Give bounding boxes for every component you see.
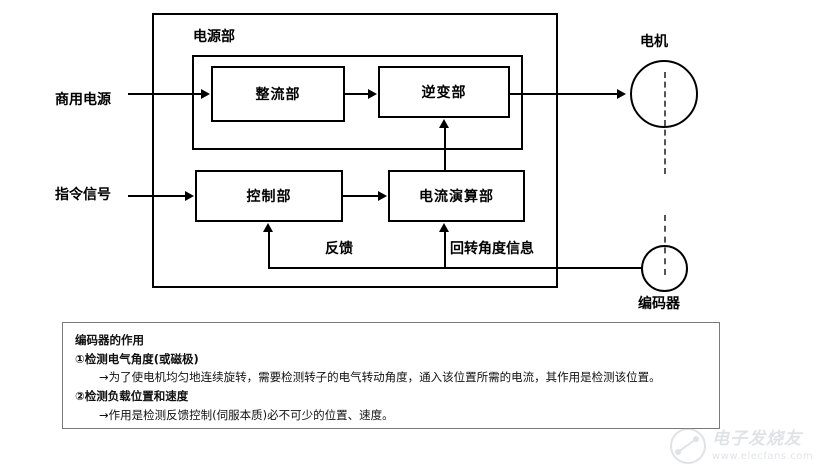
signal-label-feedback: 反馈 [325,241,353,257]
note-line-1: ①检测电气角度(或磁极) [75,351,199,366]
block-controller: 控制部 [195,170,343,222]
arrowhead-inverter-input [368,89,377,99]
watermark: 电子发烧友 www.elecfans.com [670,424,814,464]
input-label-mains: 商用电源 [55,92,111,108]
input-label-command: 指令信号 [55,187,111,203]
wire-rectifier-to-inverter [345,93,370,95]
wire-current-calculator-to-inverter [444,128,446,170]
motor-shaft-centerline [664,72,666,174]
block-current-calculator: 电流演算部 [388,170,525,222]
block-inverter: 逆变部 [378,66,510,118]
wire-command-to-controller [128,195,188,197]
arrowhead-rectifier-input [201,89,210,99]
note-line-3: ②检测负载位置和速度 [75,388,189,403]
wire-mains-to-rectifier [128,93,203,95]
arrowhead-controller-input [185,191,194,201]
note-title: 编码器的作用 [75,333,144,347]
signal-label-angle-info: 回转角度信息 [450,241,534,257]
drive-enclosure [152,13,558,288]
device-label-motor: 电机 [640,34,668,50]
wire-inverter-to-motor [510,93,620,95]
device-label-encoder: 编码器 [638,296,680,312]
elecfans-logo-icon [670,428,706,464]
power-section-enclosure [192,55,523,150]
watermark-url: www.elecfans.com [712,451,814,462]
wire-encoder-to-bus [478,267,650,269]
block-controller-label: 控制部 [246,189,292,205]
block-rectifier-label: 整流部 [255,87,301,103]
arrowhead-current-calculator-input [378,191,387,201]
wire-feedback-bus [268,267,446,269]
wire-feedback-riser [268,232,270,268]
arrowhead-current-calculator-feedback-input [439,223,449,232]
arrowhead-motor-input [617,89,626,99]
encoder-role-note-panel: 编码器的作用 ①检测电气角度(或磁极) →为了使电机均匀地连续旋转，需要检测转子… [62,322,720,429]
encoder-shaft-centerline [664,215,666,275]
note-line-2: →为了使电机均匀地连续旋转，需要检测转子的电气转动角度，通入该位置所需的电流，其… [99,370,661,385]
block-current-calculator-label: 电流演算部 [419,189,494,205]
enclosure-label: 电源部 [193,29,235,45]
wire-angle-info-branch [444,267,480,269]
block-rectifier: 整流部 [211,66,345,122]
note-line-4: →作用是检测反馈控制(伺服本质)必不可少的位置、速度。 [99,407,394,422]
block-inverter-label: 逆变部 [421,85,467,101]
wire-controller-to-current-calculator [343,195,380,197]
watermark-text: 电子发烧友 [712,429,802,449]
arrowhead-controller-feedback-input [263,223,273,232]
arrowhead-inverter-feedback-input [439,119,449,128]
wire-angle-info-riser [444,232,446,268]
